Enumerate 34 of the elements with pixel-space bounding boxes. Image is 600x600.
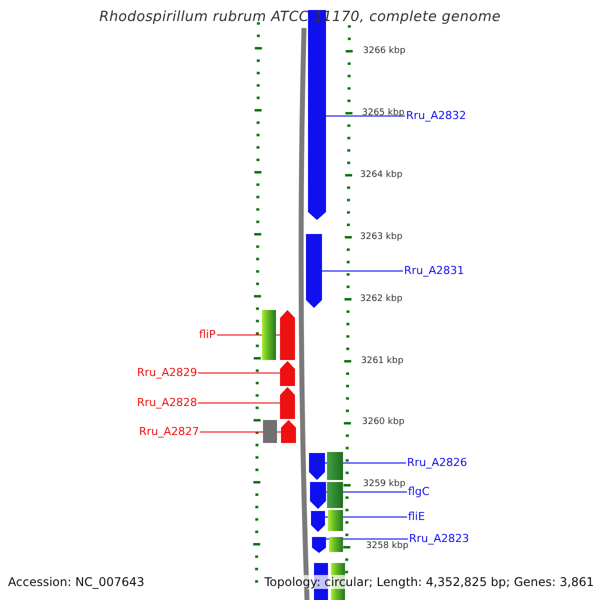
- gene-block: [309, 453, 325, 480]
- scale-label: 3260 kbp: [362, 416, 404, 429]
- scale-label: 3259 kbp: [363, 478, 406, 491]
- gene-label: fliE: [408, 510, 425, 524]
- gene-label: flgC: [408, 485, 430, 499]
- gene-label: Rru_A2823: [409, 532, 470, 546]
- scale-label: 3263 kbp: [360, 231, 402, 244]
- gene-label: Rru_A2832: [406, 109, 466, 123]
- scale-label: 3262 kbp: [360, 293, 402, 306]
- gene-block: [310, 482, 326, 509]
- footer-note: Accession: NC_007643: [8, 575, 144, 589]
- gene-label: Rru_A2826: [407, 456, 468, 470]
- scale-label: 3261 kbp: [361, 355, 404, 368]
- leader-line: [324, 516, 408, 518]
- leader-line: [198, 372, 280, 374]
- scale-label: 3265 kbp: [362, 107, 404, 120]
- leader-line: [322, 270, 404, 272]
- scale-label: 3258 kbp: [366, 540, 408, 553]
- gene-block: [312, 537, 326, 553]
- gene-block: [311, 511, 325, 532]
- gene-label: fliP: [199, 328, 216, 342]
- scale-label: 3264 kbp: [360, 169, 402, 182]
- gene-block: [306, 234, 322, 308]
- scale-label: 3266 kbp: [363, 45, 406, 58]
- gene-block: [280, 361, 295, 386]
- gene-label: Rru_A2828: [137, 396, 198, 410]
- leader-line: [326, 538, 408, 540]
- gene-block: [281, 420, 296, 443]
- leader-line: [198, 402, 280, 404]
- gene-label: Rru_A2827: [139, 425, 200, 439]
- gene-label: Rru_A2831: [404, 264, 464, 278]
- footer-note: Topology: circular; Length: 4,352,825 bp; Genes: 3,861: [264, 575, 594, 589]
- gene-label: Rru_A2829: [137, 366, 198, 380]
- gene-block: [280, 387, 295, 419]
